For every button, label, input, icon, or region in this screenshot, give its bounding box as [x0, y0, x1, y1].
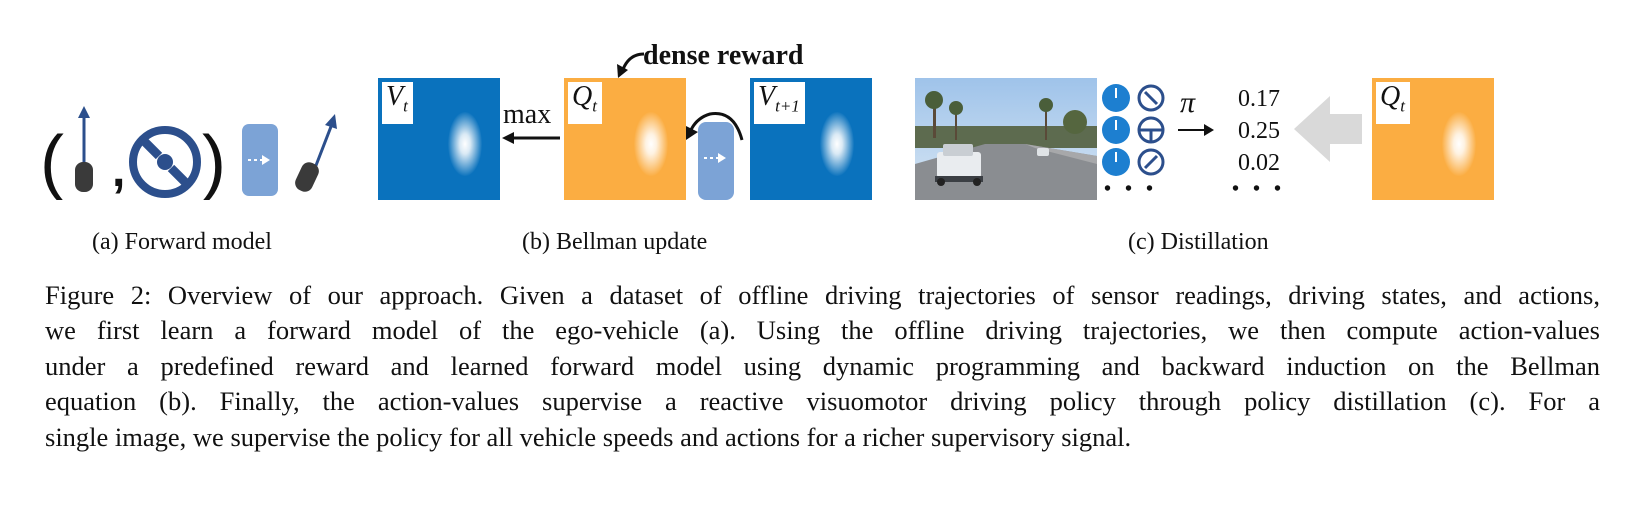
steering-wheel-icon-3: [1137, 148, 1165, 176]
steering-wheel-icon-2: [1137, 116, 1165, 144]
caption-line-3: under a predefined reward and learned fo…: [45, 350, 1600, 381]
steering-wheel-icon: [129, 126, 201, 198]
speed-gauge-icon-2: [1102, 116, 1130, 144]
distillation-arrow: [1294, 96, 1362, 162]
caption-line-5: single image, we supervise the policy fo…: [45, 421, 1132, 452]
svg-text:,: ,: [112, 144, 125, 197]
caption-line-2: we first learn a forward model of the eg…: [45, 315, 1600, 346]
open-paren: (: [40, 122, 64, 200]
policy-arrow: [1178, 124, 1214, 136]
panel-a-label: (a) Forward model: [92, 229, 272, 255]
panel-b-label: (b) Bellman update: [522, 229, 708, 255]
ellipsis-right: •••: [1232, 178, 1296, 200]
value-map-vt1: Vt+1: [750, 78, 872, 200]
action-value-map-qt: Qt: [564, 78, 686, 200]
caption-line-4: equation (b). Finally, the action-values…: [45, 386, 1600, 417]
forward-model-box: [242, 124, 278, 196]
next-state-gauge-icon: [295, 114, 337, 192]
caption-line-1: Figure 2: Overview of our approach. Give…: [45, 280, 1600, 310]
figure: ( , ) (a) Forward model: [0, 0, 1642, 260]
qt-tag: Qt: [568, 82, 602, 124]
forward-model-diagram: ( , ): [40, 106, 337, 200]
probability-1: 0.17: [1238, 86, 1280, 112]
distill-qt-tag: Qt: [1376, 82, 1410, 124]
panel-c-label: (c) Distillation: [1128, 229, 1269, 255]
probability-2: 0.25: [1238, 118, 1280, 144]
dense-reward-arrow: [617, 52, 645, 78]
speed-gauge-icon: [75, 106, 93, 192]
speed-action-grid: [1102, 84, 1165, 176]
max-arrow: [502, 132, 560, 144]
value-map-vt: Vt: [378, 78, 500, 200]
steering-wheel-icon-1: [1137, 84, 1165, 112]
max-label: max: [503, 99, 552, 130]
vt1-tag: Vt+1: [754, 82, 805, 124]
close-paren: ): [202, 122, 226, 200]
speed-gauge-icon-3: [1102, 148, 1130, 176]
figure-caption: Figure 2: Overview of our approach. Give…: [45, 278, 1600, 455]
dense-reward-label: dense reward: [643, 40, 804, 71]
vt-tag: Vt: [382, 82, 413, 124]
policy-symbol: π: [1180, 86, 1196, 119]
bellman-forward-model: [686, 112, 744, 200]
ellipsis-left: •••: [1104, 178, 1168, 200]
distill-qt-map: Qt: [1372, 78, 1494, 200]
speed-gauge-icon-1: [1102, 84, 1130, 112]
camera-image: [915, 78, 1097, 200]
probability-3: 0.02: [1238, 150, 1280, 176]
